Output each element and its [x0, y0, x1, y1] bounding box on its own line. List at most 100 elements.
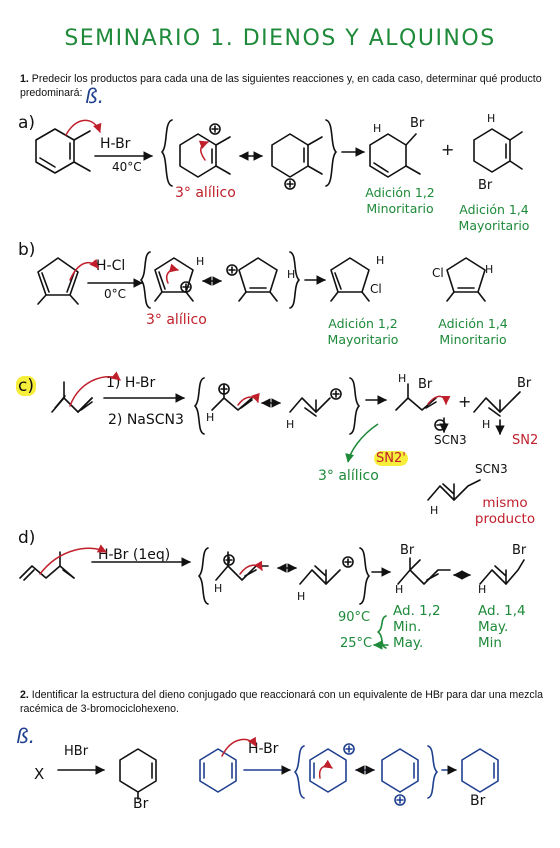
section-d-col-2: Ad. 1,4 May. Min [478, 603, 538, 651]
section-a-bracket-open [161, 119, 173, 187]
section-b-bracket-open [140, 251, 151, 309]
section-b-product-1-name: Adición 1,2 [328, 316, 398, 331]
question-1-text: Predecir los productos para cada una de … [20, 73, 542, 99]
section-a-product-1: Adición 1,2 Minoritario [355, 185, 445, 217]
answer-mark-1: ß. [85, 84, 104, 108]
section-b-cl-2: Cl [432, 266, 444, 280]
section-d-br-2: Br [512, 543, 527, 558]
section-b-product-2: Adición 1,4 Minoritario [428, 316, 518, 348]
section-b-cation-1 [154, 257, 194, 302]
section-c-cation-1 [211, 383, 253, 411]
section-a-h-right: H [487, 112, 496, 125]
section-b-cation-arrow [166, 263, 179, 284]
section-a-diene [35, 128, 91, 174]
section-d-curved-arrow [39, 544, 107, 575]
question-2-br-1: Br [133, 796, 149, 812]
section-c-br-1: Br [418, 377, 433, 392]
section-d-cation-arrow [239, 560, 263, 575]
question-2-diene [199, 748, 237, 793]
question-2-cation-2 [381, 748, 419, 806]
section-c-sn2: SN2 [512, 433, 539, 448]
question-2-bracket-close [427, 745, 438, 799]
section-c-carbocation: 3° alílico [318, 468, 379, 484]
section-a-curved-arrow [65, 119, 102, 136]
section-d-col-1-a: Min. [393, 619, 422, 635]
section-b-curved-arrow [69, 258, 99, 281]
section-c-sn2-prime: SN2' [374, 451, 408, 466]
section-c-h-4: H [482, 418, 491, 431]
section-c-diene [51, 381, 93, 413]
section-c-cation-2 [289, 388, 342, 417]
section-d-h-3: H [395, 583, 404, 596]
question-2-cation-1 [309, 743, 355, 793]
page-title: SEMINARIO 1. DIENOS Y ALQUINOS [64, 26, 496, 51]
section-d-col-1-head: Ad. 1,2 [393, 603, 441, 619]
section-a-bracket-close [325, 119, 337, 187]
question-2-reagent: HBr [64, 744, 89, 759]
section-c-same-line-2: producto [474, 511, 536, 527]
section-d-cation-1 [215, 551, 269, 581]
section-b-h-1: H [196, 255, 205, 268]
section-d-temp-low: 25°C [340, 636, 373, 651]
section-d-h-2: H [297, 590, 306, 603]
section-b-reagent: H-Cl [96, 258, 126, 274]
section-c-same-product: mismo producto [465, 495, 545, 527]
section-a-h-left: H [373, 122, 382, 135]
section-a-carbocation: 3° alílico [175, 185, 236, 201]
section-a-product-2-status: Mayoritario [458, 218, 530, 233]
section-b-label: b) [18, 240, 36, 260]
section-d-br-1: Br [400, 543, 415, 558]
section-b-bracket-close [289, 251, 300, 309]
section-a-condition: 40°C [112, 160, 142, 174]
section-b-h-2: H [287, 268, 296, 281]
section-b-cl-1: Cl [370, 282, 382, 296]
section-d-bracket-close [359, 547, 370, 605]
section-d-temp-brace [377, 615, 387, 649]
section-c-bracket-close [349, 377, 360, 435]
section-d-cation-2 [299, 556, 354, 585]
section-c-h-5: H [430, 504, 439, 517]
section-c-product-2-structure [473, 391, 521, 417]
section-d-temp-high: 90°C [338, 610, 371, 625]
question-2-bracket-open [294, 745, 305, 799]
section-a-reagent: H-Br [100, 136, 131, 152]
section-a-br-top: Br [410, 116, 425, 131]
question-2-text: Identificar la estructura del dieno conj… [20, 689, 543, 715]
section-c-h-3: H [398, 372, 407, 385]
section-a-cation-1 [179, 123, 231, 178]
section-c-h-1: H [206, 411, 215, 424]
section-d-col-2-b: Min [478, 635, 502, 651]
section-c-product-1-structure [395, 383, 446, 431]
section-d-product-1-structure [397, 557, 451, 585]
question-2-br-2: Br [470, 793, 486, 809]
section-a-product-2: Adición 1,4 Mayoritario [448, 202, 540, 234]
section-c-cation-arrow [237, 392, 260, 406]
section-b-product-1: Adición 1,2 Mayoritario [318, 316, 408, 348]
section-b-h-3: H [376, 254, 385, 267]
section-c-scn-2: SCN3 [475, 462, 508, 476]
section-d-col-2-head: Ad. 1,4 [478, 603, 526, 619]
section-c-same-line-1: mismo [482, 495, 528, 511]
mechanism-arrows [39, 119, 451, 779]
section-d-col-1: Ad. 1,2 Min. May. [393, 603, 453, 651]
section-c-final-structure [427, 479, 481, 501]
question-2-final-structure [461, 748, 499, 793]
section-b-h-4: H [485, 263, 494, 276]
section-b-product-1-structure [330, 257, 370, 302]
section-b-product-2-name: Adición 1,4 [438, 316, 508, 331]
question-1: 1. Predecir los productos para cada una … [20, 72, 545, 100]
section-a-plus: + [441, 140, 455, 159]
section-d-col-1-b: May. [393, 635, 424, 651]
section-a-cation-arrow [198, 140, 209, 161]
section-c-h-2: H [286, 418, 295, 431]
section-c-bracket-open [194, 377, 205, 435]
section-a-cation-2 [271, 133, 323, 190]
section-c-green-arrow [345, 423, 379, 463]
section-b-diene [37, 257, 79, 305]
question-1-number: 1. [20, 73, 29, 85]
question-2: 2. Identificar la estructura del dieno c… [20, 688, 545, 716]
question-2-cation-arrow [318, 759, 333, 779]
section-c-curved-arrow [69, 371, 121, 407]
section-b-carbocation: 3° alílico [146, 312, 207, 328]
question-2-product-structure [119, 748, 157, 800]
